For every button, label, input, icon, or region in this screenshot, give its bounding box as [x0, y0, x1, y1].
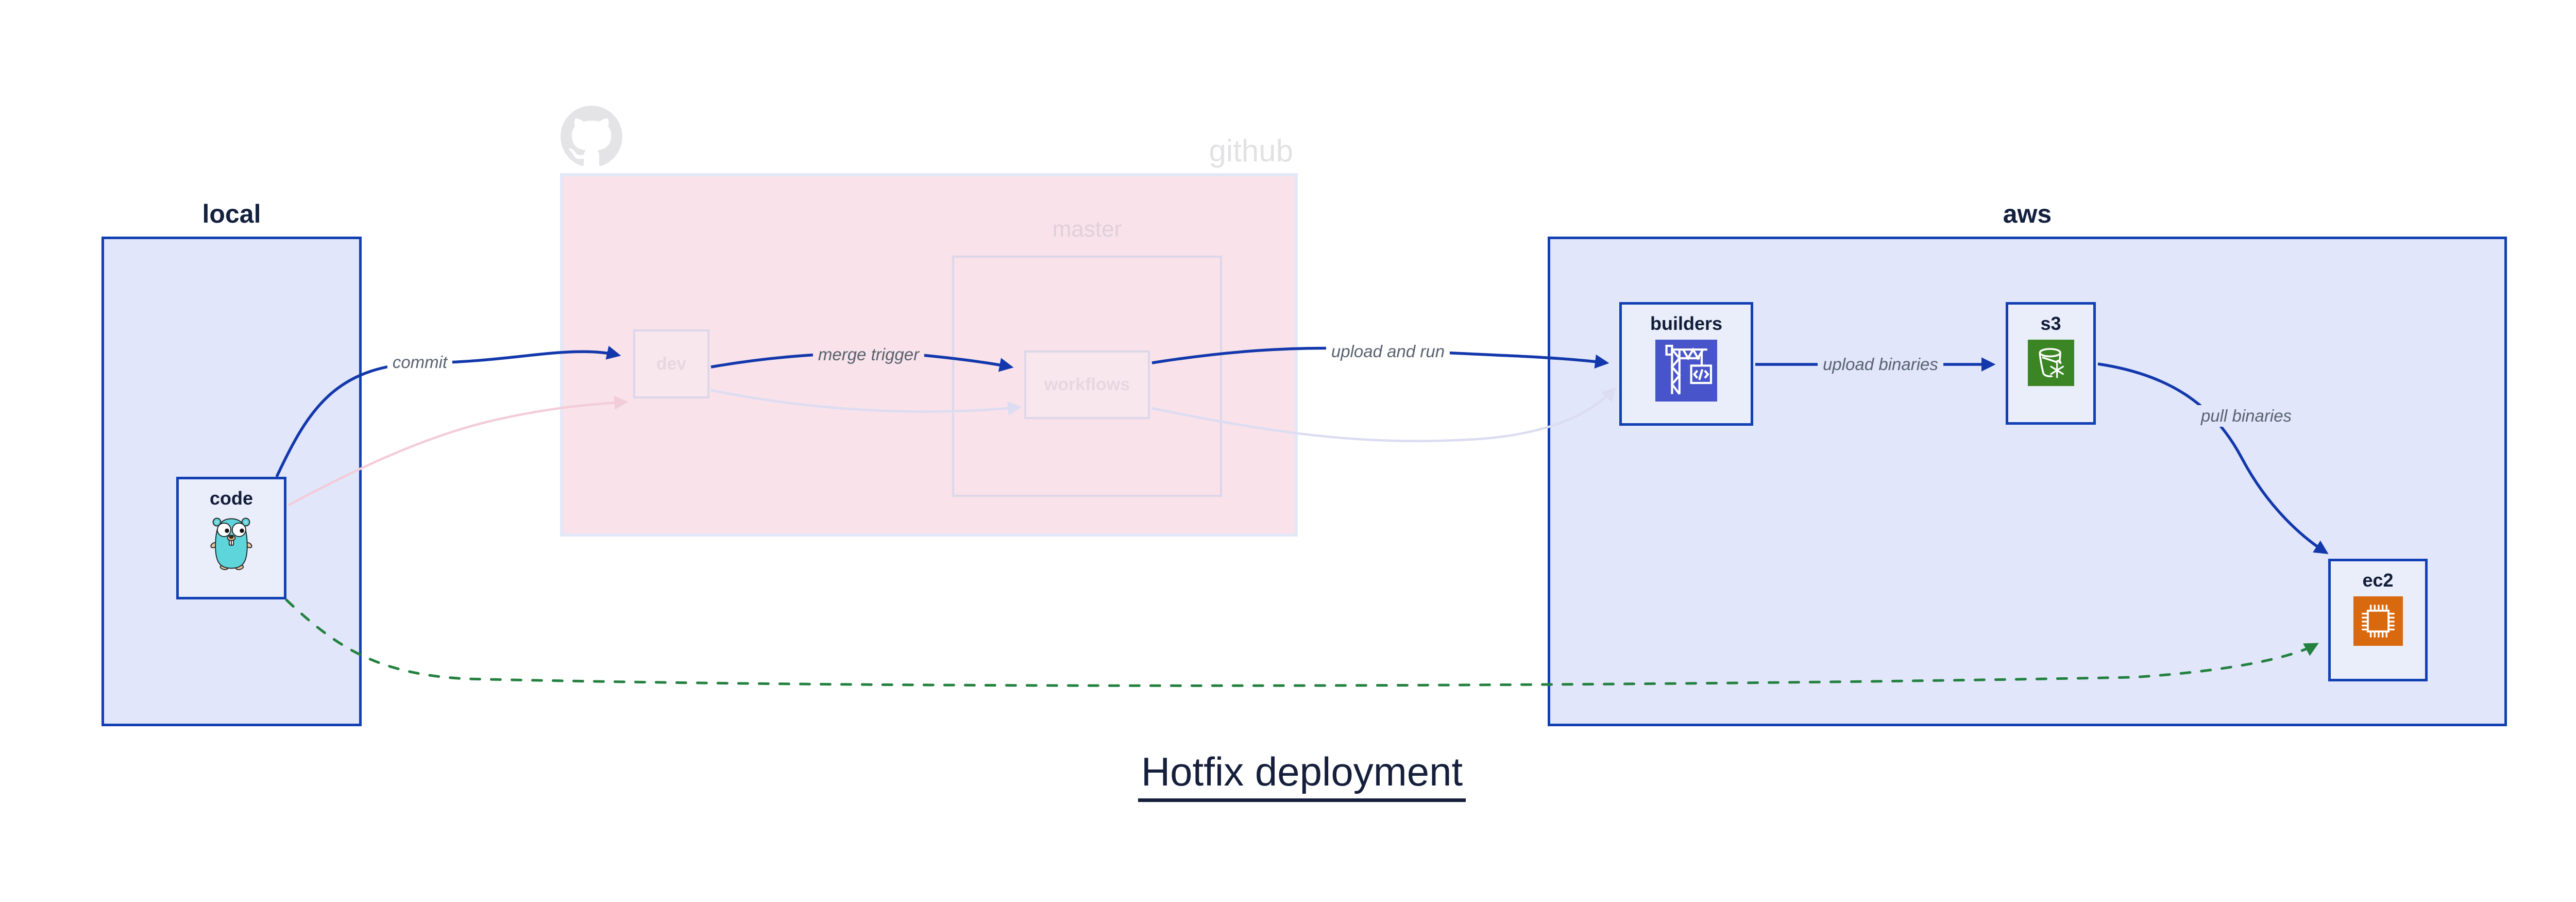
- node-ec2: ec2: [2328, 559, 2428, 681]
- diagram-title-text: Hotfix deployment: [1138, 748, 1466, 802]
- node-builders-label: builders: [1650, 313, 1723, 334]
- edge-label-pull-binaries: pull binaries: [2195, 405, 2297, 427]
- edge-label-merge-trigger: merge trigger: [812, 344, 925, 365]
- node-workflows: workflows: [1024, 350, 1150, 419]
- edge-label-upload-and-run: upload and run: [1326, 341, 1450, 362]
- node-s3-label: s3: [2040, 313, 2061, 334]
- node-dev: dev: [633, 329, 709, 398]
- s3-bucket-snowflake-icon: [2027, 340, 2074, 386]
- node-s3: s3: [2006, 302, 2096, 425]
- node-builders: builders: [1619, 302, 1753, 426]
- node-dev-label: dev: [656, 354, 687, 374]
- local-group-label: local: [202, 199, 261, 228]
- edge-label-commit: commit: [387, 352, 453, 373]
- github-group-label: github: [1209, 133, 1293, 168]
- node-code-label: code: [209, 488, 253, 509]
- go-gopher-icon: [210, 517, 252, 570]
- github-octocat-icon: [561, 106, 622, 166]
- aws-group-label: aws: [2003, 199, 2052, 228]
- master-branch-label: master: [1052, 216, 1122, 242]
- node-code: code: [176, 477, 286, 599]
- codebuild-crane-icon: [1655, 340, 1717, 402]
- ec2-chip-icon: [2353, 596, 2403, 646]
- node-ec2-label: ec2: [2362, 570, 2394, 591]
- edge-label-upload-binaries: upload binaries: [1818, 354, 1943, 375]
- node-workflows-label: workflows: [1044, 375, 1130, 394]
- master-branch-box: [952, 256, 1222, 497]
- diagram-title: Hotfix deployment: [0, 748, 2576, 802]
